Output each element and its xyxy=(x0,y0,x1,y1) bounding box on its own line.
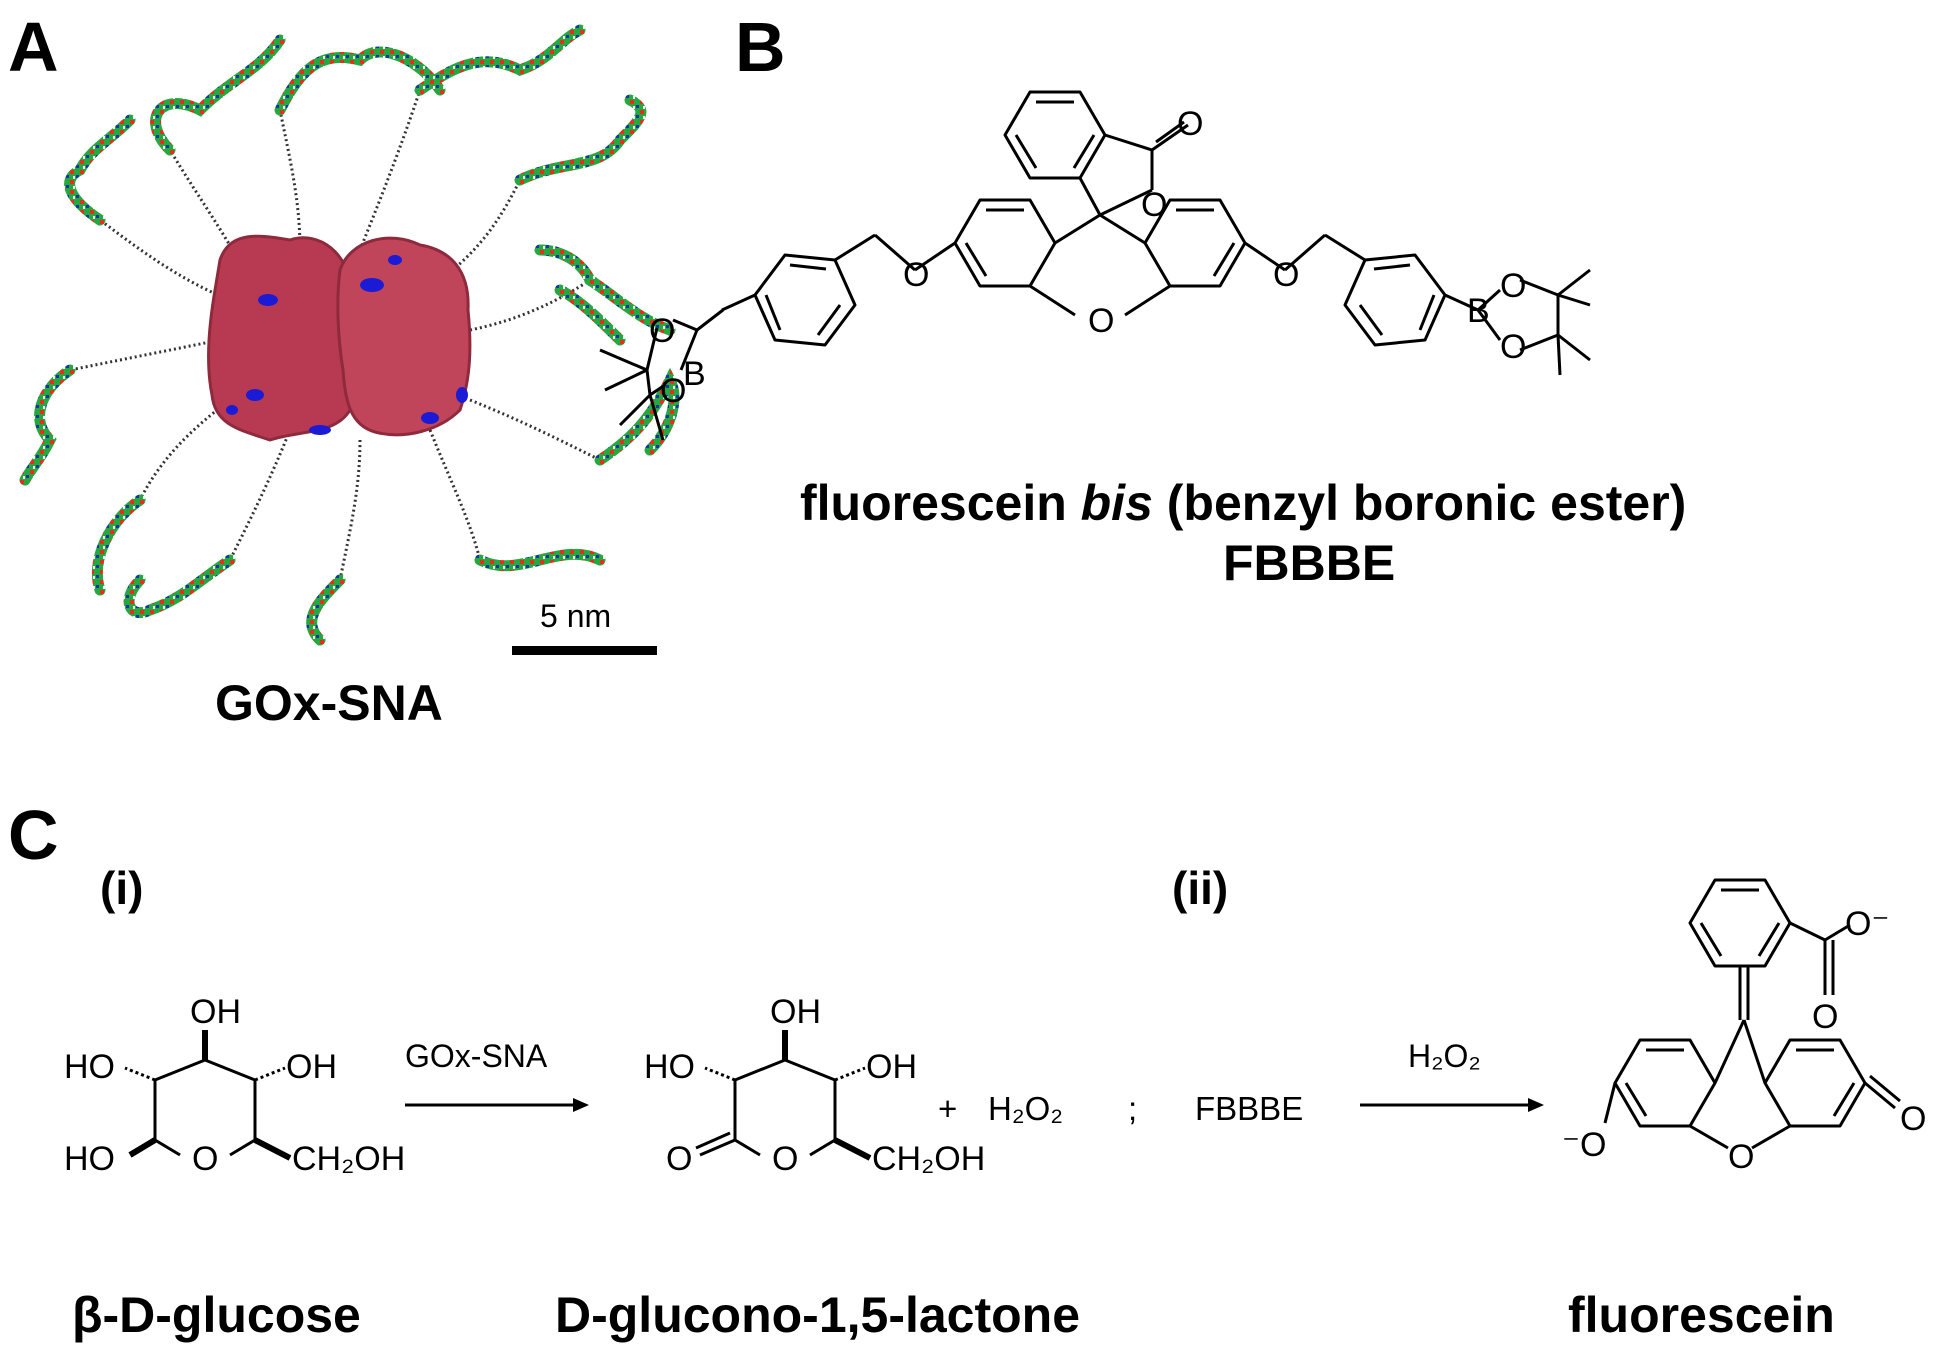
glucose-structure: OH HO OH HO O CH₂OH xyxy=(64,993,405,1178)
scale-bar xyxy=(512,646,657,655)
scale-bar-label: 5 nm xyxy=(540,598,612,634)
glucose-ho-bottom: HO xyxy=(64,1140,115,1178)
lactone-carbonyl-o: O xyxy=(666,1140,692,1178)
panel-b-label: B xyxy=(735,8,786,86)
atom-b-right: B xyxy=(1467,292,1490,330)
glucose-ch2oh: CH₂OH xyxy=(292,1140,405,1178)
linker-strands xyxy=(69,89,601,581)
fluorescein-carboxylate-o: O⁻ xyxy=(1845,905,1889,943)
lactone-ch2oh: CH₂OH xyxy=(872,1140,985,1178)
atom-o-xanthene: O xyxy=(1088,302,1114,340)
gox-sna-illustration xyxy=(19,24,680,655)
pinacol-boronate-left: O B O xyxy=(599,308,724,441)
atom-b-left: B xyxy=(683,355,706,393)
atom-o-lactone: O xyxy=(1141,186,1167,224)
fbbbe-structure: O O O O O B O O xyxy=(721,90,1591,376)
protein-surface xyxy=(207,234,472,442)
h2o2-product: H₂O₂ xyxy=(988,1090,1064,1127)
fluorescein-phenoxide-o: ⁻O xyxy=(1562,1126,1606,1164)
fluorescein-name: fluorescein xyxy=(1568,1287,1835,1343)
panel-b-caption-italic: bis xyxy=(1080,475,1153,531)
panel-c-label: C xyxy=(8,796,59,874)
atom-o-pinacol-left-2: O xyxy=(660,372,686,410)
panel-b-caption-prefix: fluorescein xyxy=(800,475,1081,531)
panel-b-caption-line2: FBBBE xyxy=(1223,535,1396,591)
semicolon: ; xyxy=(1128,1090,1138,1127)
arrow2-label: H₂O₂ xyxy=(1408,1038,1481,1074)
plus-sign: + xyxy=(938,1090,958,1127)
panel-a-label: A xyxy=(8,8,59,86)
step-ii-label: (ii) xyxy=(1172,862,1229,914)
atom-o-pinacol-right-1: O xyxy=(1500,267,1526,305)
atom-o-carbonyl: O xyxy=(1177,105,1203,143)
arrow2 xyxy=(1360,1098,1544,1112)
glucose-oh-top: OH xyxy=(190,993,241,1031)
lactone-structure: OH HO OH O O CH₂OH xyxy=(644,993,985,1178)
fluorescein-carbonyl-o: O xyxy=(1812,998,1838,1036)
lactone-oh-right: OH xyxy=(866,1048,917,1086)
atom-o-ether-left: O xyxy=(903,256,929,294)
lactone-oh-top: OH xyxy=(770,993,821,1031)
panel-a-caption: GOx-SNA xyxy=(215,675,443,731)
fluorescein-ring-o: O xyxy=(1728,1138,1754,1176)
glucose-oh-right: OH xyxy=(286,1048,337,1086)
arrow1-label: GOx-SNA xyxy=(405,1038,548,1074)
lactone-ho-left: HO xyxy=(644,1048,695,1086)
atom-o-pinacol-right-2: O xyxy=(1500,328,1526,366)
arrow1 xyxy=(405,1098,589,1112)
glucose-ring-o: O xyxy=(192,1140,218,1178)
glucose-name: β-D-glucose xyxy=(72,1287,361,1343)
dna-strands xyxy=(19,24,680,646)
fluorescein-keto-o: O xyxy=(1900,1100,1926,1138)
step-i-label: (i) xyxy=(100,862,144,914)
panel-b-caption-line1: fluorescein bis (benzyl boronic ester) xyxy=(800,478,1686,528)
atom-o-pinacol-left-1: O xyxy=(649,312,675,350)
fbbbe-reactant: FBBBE xyxy=(1195,1090,1304,1127)
glucose-ho-left: HO xyxy=(64,1048,115,1086)
lactone-ring-o: O xyxy=(772,1140,798,1178)
atom-o-ether-right: O xyxy=(1273,256,1299,294)
lactone-name: D-glucono-1,5-lactone xyxy=(555,1287,1081,1343)
panel-b-caption-suffix: (benzyl boronic ester) xyxy=(1152,475,1687,531)
fluorescein-structure: O⁻ O ⁻O O O xyxy=(1562,878,1926,1176)
